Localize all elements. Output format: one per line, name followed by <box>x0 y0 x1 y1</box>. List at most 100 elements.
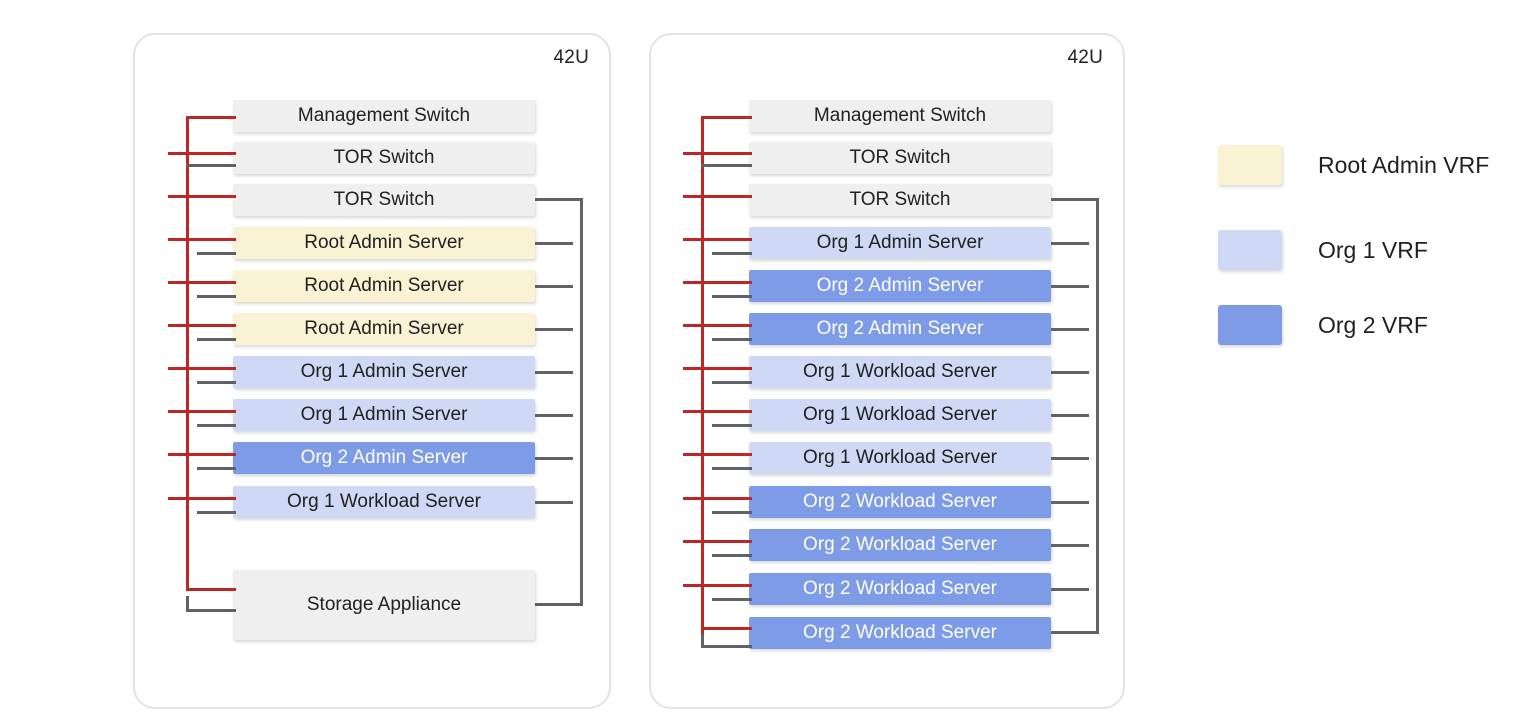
rack-1-network-bus-left <box>186 596 189 612</box>
rack-2-unit-3[interactable]: Org 1 Admin Server <box>749 227 1051 259</box>
rack-1-network-stub-1 <box>186 164 236 167</box>
legend-item-root-admin-vrf: Root Admin VRF <box>1218 145 1489 185</box>
rack-2-power-stub-10 <box>683 540 752 543</box>
rack-2-unit-1[interactable]: TOR Switch <box>749 142 1051 174</box>
rack-2-unit-12[interactable]: Org 2 Workload Server <box>749 617 1051 649</box>
rack-1-network-out-7 <box>535 414 573 417</box>
rack-1-network-out-5 <box>535 328 573 331</box>
rack-1-power-bus <box>186 116 189 590</box>
rack-2-power-stub-9 <box>683 497 752 500</box>
rack-2-capacity-label: 42U <box>1067 47 1103 68</box>
rack-1-unit-1[interactable]: TOR Switch <box>233 142 535 174</box>
rack-2-network-out-6 <box>1051 371 1089 374</box>
legend-label-org1-vrf: Org 1 VRF <box>1318 236 1428 263</box>
rack-1-unit-3[interactable]: Root Admin Server <box>233 227 535 259</box>
legend-item-org1-vrf: Org 1 VRF <box>1218 230 1428 270</box>
rack-2-unit-4[interactable]: Org 2 Admin Server <box>749 270 1051 302</box>
rack-2-network-stub-8 <box>712 467 752 470</box>
rack-1-uplink-top <box>535 198 583 201</box>
rack-1-network-out-4 <box>535 285 573 288</box>
rack-2-power-stub-11 <box>683 584 752 587</box>
rack-1-unit-9[interactable]: Org 1 Workload Server <box>233 486 535 518</box>
rack-2-network-stub-12 <box>701 645 752 648</box>
rack-2-unit-11[interactable]: Org 2 Workload Server <box>749 573 1051 605</box>
legend-swatch-org2-vrf <box>1218 305 1282 345</box>
rack-2-network-stub-6 <box>712 381 752 384</box>
rack-1-unit-0[interactable]: Management Switch <box>233 100 535 132</box>
rack-2-network-out-3 <box>1051 242 1089 245</box>
rack-1-power-stub-10 <box>186 588 236 591</box>
rack-2-network-out-8 <box>1051 457 1089 460</box>
rack-2-power-stub-3 <box>683 238 752 241</box>
rack-2-power-stub-6 <box>683 367 752 370</box>
rack-1-network-out-8 <box>535 457 573 460</box>
rack-2-network-out-10 <box>1051 544 1089 547</box>
rack-1-power-stub-8 <box>168 453 236 456</box>
legend-swatch-org1-vrf <box>1218 230 1282 270</box>
rack-1-network-stub-8 <box>197 467 236 470</box>
rack-2-network-stub-9 <box>712 511 752 514</box>
rack-1-unit-7[interactable]: Org 1 Admin Server <box>233 399 535 431</box>
rack-1-network-stub-9 <box>197 511 236 514</box>
rack-2-power-stub-12 <box>701 627 752 630</box>
rack-2-network-bus-left <box>701 634 704 648</box>
legend-item-org2-vrf: Org 2 VRF <box>1218 305 1428 345</box>
rack-1-network-stub-5 <box>197 338 236 341</box>
rack-2-unit-2[interactable]: TOR Switch <box>749 184 1051 216</box>
rack-2-network-out-4 <box>1051 285 1089 288</box>
rack-1-unit-4[interactable]: Root Admin Server <box>233 270 535 302</box>
rack-1-unit-5[interactable]: Root Admin Server <box>233 313 535 345</box>
rack-2-network-stub-11 <box>712 598 752 601</box>
rack-1-network-out-3 <box>535 242 573 245</box>
rack-1-power-stub-5 <box>168 324 236 327</box>
rack-2-network-stub-3 <box>712 252 752 255</box>
rack-2-network-out-9 <box>1051 501 1089 504</box>
rack-1-network-out-6 <box>535 371 573 374</box>
rack-1-network-stub-4 <box>197 295 236 298</box>
rack-2-network-bus-right <box>1096 198 1099 634</box>
legend-label-org2-vrf: Org 2 VRF <box>1318 311 1428 338</box>
rack-1-network-out-9 <box>535 501 573 504</box>
rack-1-unit-10[interactable]: Storage Appliance <box>233 570 535 640</box>
rack-1-network-out-10 <box>535 603 583 606</box>
rack-2-unit-0[interactable]: Management Switch <box>749 100 1051 132</box>
rack-1-power-stub-3 <box>168 238 236 241</box>
rack-2-network-stub-4 <box>712 295 752 298</box>
rack-1-power-stub-6 <box>168 367 236 370</box>
legend: Root Admin VRF Org 1 VRF Org 2 VRF <box>1218 145 1508 355</box>
legend-swatch-root-admin-vrf <box>1218 145 1282 185</box>
rack-2-network-out-7 <box>1051 414 1089 417</box>
rack-1-network-stub-7 <box>197 424 236 427</box>
rack-2-unit-10[interactable]: Org 2 Workload Server <box>749 529 1051 561</box>
rack-2-network-out-12 <box>1051 631 1099 634</box>
rack-2-power-stub-4 <box>683 281 752 284</box>
rack-2-unit-5[interactable]: Org 2 Admin Server <box>749 313 1051 345</box>
rack-1-network-bus-right <box>580 198 583 606</box>
rack-1-unit-8[interactable]: Org 2 Admin Server <box>233 442 535 474</box>
rack-2-power-stub-8 <box>683 453 752 456</box>
rack-2-uplink-top <box>1051 198 1099 201</box>
rack-2-power-stub-5 <box>683 324 752 327</box>
rack-2-unit-8[interactable]: Org 1 Workload Server <box>749 442 1051 474</box>
rack-2-network-stub-5 <box>712 338 752 341</box>
rack-2-power-stub-2 <box>683 195 752 198</box>
rack-1-network-stub-6 <box>197 381 236 384</box>
rack-2-power-stub-7 <box>683 410 752 413</box>
rack-2-network-stub-7 <box>712 424 752 427</box>
rack-2-power-stub-0 <box>701 116 752 119</box>
rack-2-unit-7[interactable]: Org 1 Workload Server <box>749 399 1051 431</box>
rack-1-power-stub-7 <box>168 410 236 413</box>
legend-label-root-admin-vrf: Root Admin VRF <box>1318 151 1490 178</box>
rack-2-power-bus <box>701 116 704 634</box>
rack-1-network-stub-10 <box>186 609 236 612</box>
rack-2-unit-9[interactable]: Org 2 Workload Server <box>749 486 1051 518</box>
rack-1-unit-2[interactable]: TOR Switch <box>233 184 535 216</box>
rack-1-power-stub-4 <box>168 281 236 284</box>
rack-1-unit-6[interactable]: Org 1 Admin Server <box>233 356 535 388</box>
rack-2-network-out-11 <box>1051 588 1089 591</box>
rack-1-network-stub-3 <box>197 252 236 255</box>
rack-2-power-stub-1 <box>683 152 752 155</box>
rack-2-unit-6[interactable]: Org 1 Workload Server <box>749 356 1051 388</box>
rack-1-power-stub-9 <box>168 497 236 500</box>
